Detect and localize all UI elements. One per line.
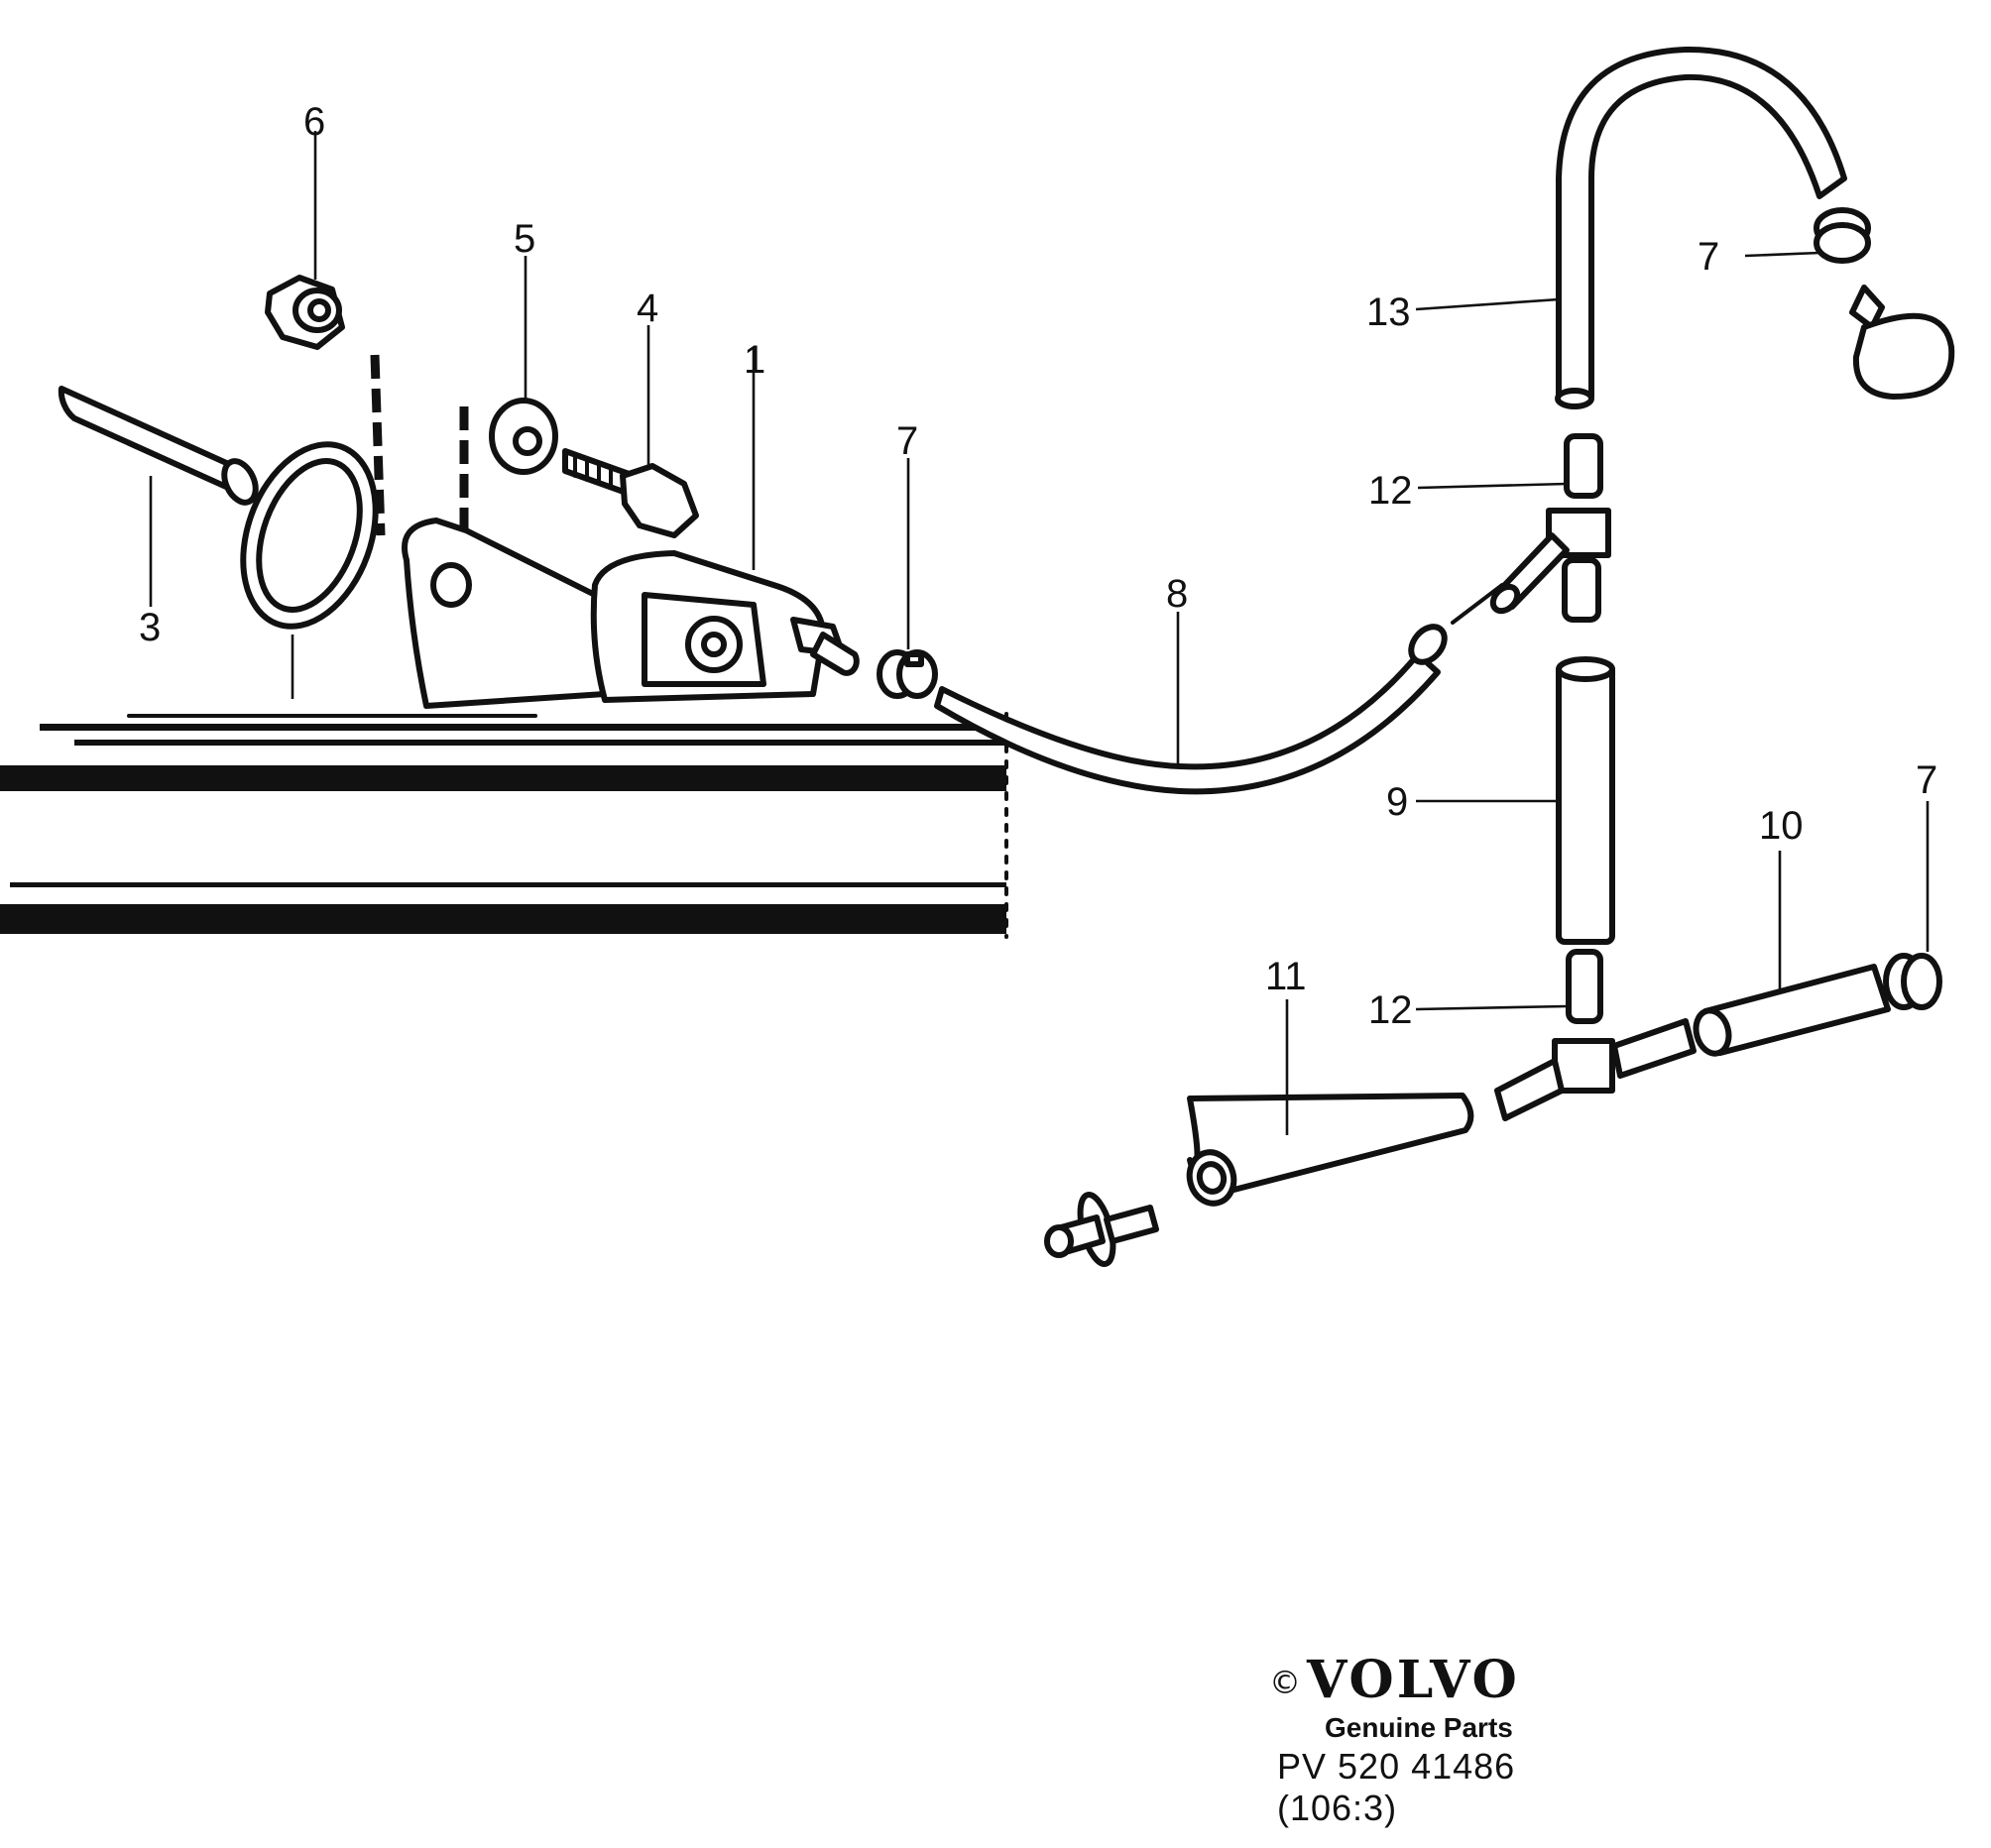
part-reference: PV 520 41486 — [1277, 1746, 1515, 1787]
o-ring — [240, 441, 379, 630]
check-valve-top — [1849, 285, 1955, 400]
callout-1: 1 — [744, 338, 765, 382]
callout-9: 9 — [1386, 780, 1408, 824]
copyright-symbol: © — [1269, 1664, 1301, 1701]
tube-part-9 — [1556, 656, 1615, 945]
genuine-parts-label: Genuine Parts — [1325, 1712, 1513, 1743]
nut-part-6 — [265, 275, 386, 536]
bolt-part-4 — [562, 448, 699, 538]
clamp-part-7c — [1883, 953, 1942, 1010]
check-valve-bottom — [1044, 1192, 1159, 1267]
callout-5: 5 — [514, 217, 535, 261]
callout-4: 4 — [637, 287, 658, 330]
callout-6: 6 — [303, 100, 325, 144]
callout-8: 8 — [1166, 572, 1188, 616]
frame-rail — [0, 712, 1008, 939]
volvo-logo: VOLVO — [1306, 1650, 1520, 1710]
hose-part-11 — [1186, 1093, 1474, 1207]
callout-13: 13 — [1366, 290, 1411, 334]
t-fitting-part-12a — [1489, 433, 1611, 623]
callout-7-right-clamp: 7 — [1916, 758, 1937, 802]
branding-block: © VOLVO Genuine Parts PV 520 41486 (106:… — [1269, 1650, 1520, 1828]
clamp-part-7a — [877, 649, 938, 699]
callout-10: 10 — [1759, 804, 1804, 848]
tube-part-3 — [58, 386, 259, 506]
t-fitting-part-12b — [1494, 949, 1697, 1121]
callout-7-top-clamp: 7 — [1698, 235, 1719, 279]
callout-7-pump-clamp: 7 — [896, 419, 918, 463]
page-reference: (106:3) — [1277, 1788, 1397, 1828]
clamp-part-7b — [1814, 207, 1871, 264]
callout-12-lower: 12 — [1368, 988, 1413, 1032]
hose-part-8 — [934, 583, 1504, 795]
hose-part-10 — [1693, 964, 1891, 1057]
pump-assembly-part-1 — [402, 518, 860, 709]
callout-12-upper: 12 — [1368, 469, 1413, 513]
hose-part-13 — [1555, 46, 1847, 409]
callout-3: 3 — [139, 606, 161, 649]
callout-11: 11 — [1265, 955, 1307, 998]
leader-lines — [149, 131, 1930, 1135]
callout-labels: 6 5 4 1 3 7 8 13 7 12 9 10 7 11 12 — [139, 100, 1937, 1032]
